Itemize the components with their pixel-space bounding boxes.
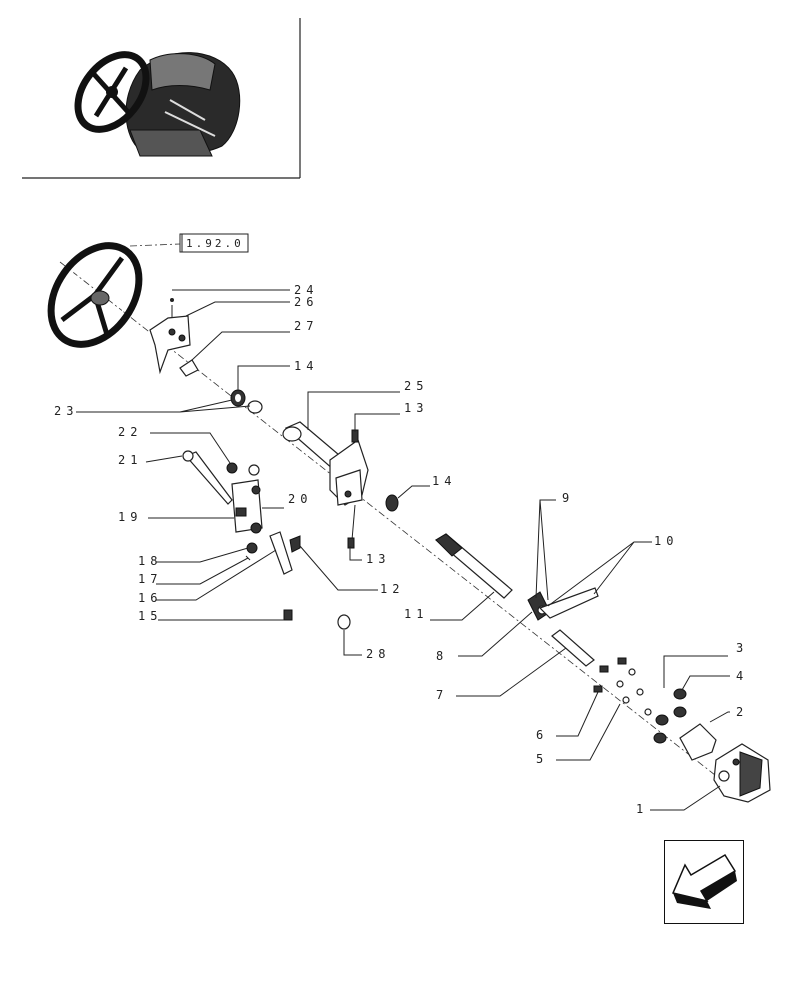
label-19: 19	[118, 510, 142, 524]
reference-box[interactable]: 1.92.0	[179, 233, 249, 253]
shaft-part-7	[551, 629, 595, 667]
label-14-lower: 14	[432, 474, 456, 488]
cap-part-12	[289, 535, 301, 553]
label-28: 28	[366, 647, 390, 661]
fasteners-part-3-4-5-6	[593, 657, 687, 744]
label-17: 17	[138, 572, 162, 586]
tractor-thumbnail	[74, 51, 241, 157]
label-7: 7	[436, 688, 448, 702]
label-5: 5	[536, 752, 548, 766]
arrow-down-left-icon	[671, 853, 737, 909]
label-10: 10	[654, 534, 678, 548]
label-20: 20	[288, 492, 312, 506]
lever-part-21	[182, 450, 233, 505]
label-27: 27	[294, 319, 318, 333]
label-13-upper: 13	[404, 401, 428, 415]
label-21: 21	[118, 453, 142, 467]
label-2: 2	[736, 705, 748, 719]
plate-part-2	[679, 723, 717, 761]
label-6: 6	[536, 728, 548, 742]
label-22: 22	[118, 425, 142, 439]
label-14-upper: 14	[294, 359, 318, 373]
label-23: 23	[54, 404, 78, 418]
part-labels: 24 26 27 14 25 23 13 22 21 14 9 20 19 10…	[54, 283, 748, 816]
label-11: 11	[404, 607, 428, 621]
label-13-lower: 13	[366, 552, 390, 566]
bearing-part-14-lower	[385, 494, 399, 512]
bracket-part-26	[149, 298, 191, 375]
leader-lines	[76, 289, 730, 811]
label-26: 26	[294, 295, 318, 309]
label-24: 24	[294, 283, 318, 297]
washer-part-20b	[250, 522, 262, 534]
label-3: 3	[736, 641, 748, 655]
nut-part-28	[337, 614, 351, 630]
label-15: 15	[138, 609, 162, 623]
spring-part-16	[269, 531, 293, 575]
washer-part-20a	[251, 485, 261, 495]
steering-unit-part-1	[713, 743, 771, 803]
label-25: 25	[404, 379, 428, 393]
support-bracket-part-13	[329, 429, 369, 549]
nut-part-22	[226, 462, 238, 474]
nav-arrow-button[interactable]	[664, 840, 744, 924]
washer-part-22b	[248, 464, 260, 476]
label-1: 1	[636, 802, 648, 816]
label-4: 4	[736, 669, 748, 683]
shaft-part-11	[434, 533, 513, 599]
label-18: 18	[138, 554, 162, 568]
bolt-part-15	[283, 609, 293, 621]
label-8: 8	[436, 649, 448, 663]
thumbnail-frame	[22, 18, 301, 179]
reference-code: 1.92.0	[186, 237, 244, 250]
label-16: 16	[138, 591, 162, 605]
cap-part-27	[179, 359, 199, 377]
ring-part-23	[247, 400, 263, 414]
label-12: 12	[380, 582, 404, 596]
lever-part-10	[538, 587, 599, 619]
bearing-part-14-upper	[230, 389, 246, 407]
nut-part-18	[246, 542, 258, 554]
label-9: 9	[562, 491, 574, 505]
steering-wheel	[47, 242, 143, 348]
